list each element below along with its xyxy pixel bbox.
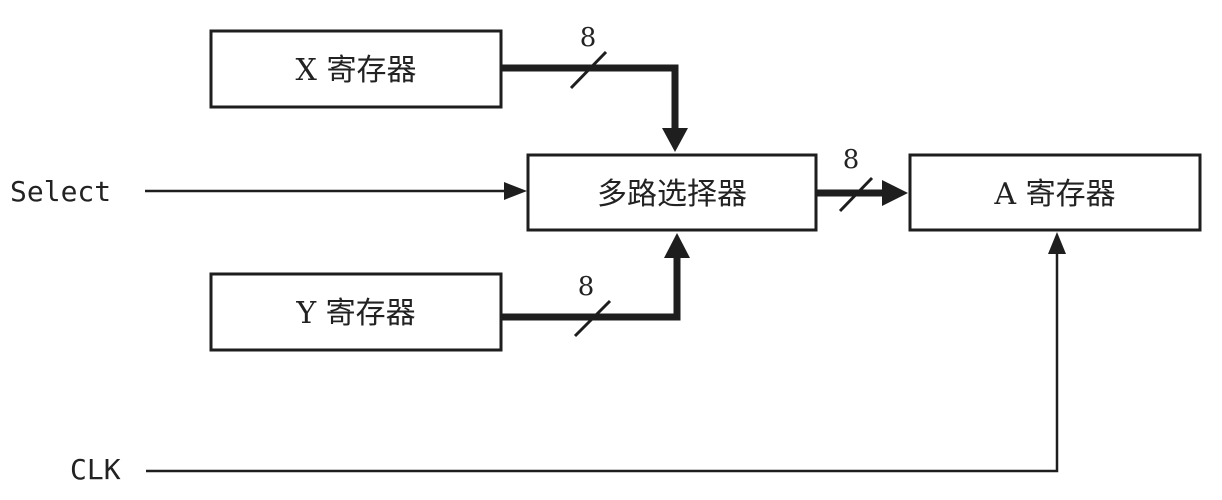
select-signal: Select	[10, 175, 527, 208]
select-label: Select	[10, 175, 111, 208]
y-bus-width-label: 8	[578, 272, 595, 302]
clk-label: CLK	[70, 453, 121, 486]
mux-block: 多路选择器	[526, 153, 818, 232]
mux-bus-width-slash	[838, 176, 874, 213]
mux-to-a-bus: 8	[816, 145, 908, 213]
y-register-label: Y 寄存器	[295, 296, 415, 331]
y-bus-width-slash	[573, 299, 612, 338]
x-register-block: X 寄存器	[209, 29, 503, 109]
x-register-label: X 寄存器	[296, 53, 417, 88]
x-bus-width-slash	[569, 50, 608, 90]
mux-bus-width-label: 8	[843, 145, 860, 175]
clk-arrowhead	[1048, 232, 1066, 254]
mux-label: 多路选择器	[597, 177, 747, 212]
y-register-block: Y 寄存器	[209, 272, 503, 352]
y-to-mux-bus: 8	[501, 233, 690, 338]
a-register-block: A 寄存器	[908, 153, 1202, 232]
x-bus-width-label: 8	[580, 23, 597, 53]
y-bus-arrowhead	[664, 233, 690, 258]
select-arrowhead	[504, 182, 527, 200]
x-bus-arrowhead	[662, 128, 688, 152]
a-register-label: A 寄存器	[993, 177, 1115, 212]
mux-bus-arrowhead	[882, 180, 908, 206]
clk-signal: CLK	[70, 232, 1066, 486]
x-to-mux-bus: 8	[501, 23, 688, 152]
